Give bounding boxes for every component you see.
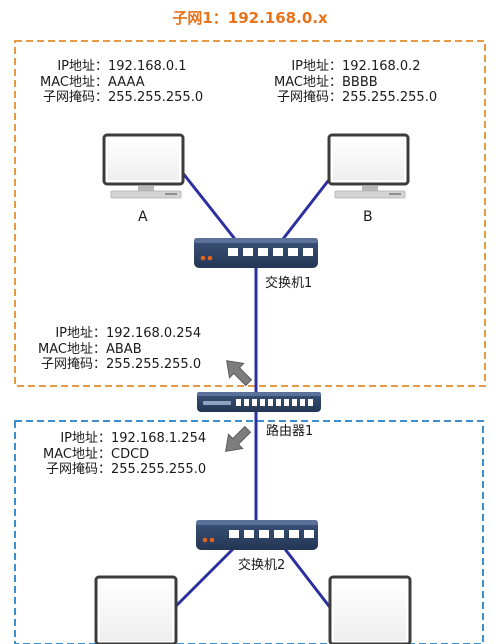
router-port-subnet1-ip: 192.168.0.254 xyxy=(106,326,202,341)
router-port-subnet1-mac: ABAB xyxy=(106,341,142,357)
cable-b-switch1 xyxy=(274,170,337,250)
host-b-ip: 192.168.0.2 xyxy=(342,59,421,74)
computer-a-icon xyxy=(102,133,185,199)
mask-label: 子网掩码： xyxy=(45,462,111,477)
mac-label: MAC地址： xyxy=(40,74,108,90)
router-port-subnet1-mask: 255.255.255.0 xyxy=(106,357,202,372)
cable-a-switch1 xyxy=(180,170,244,250)
mac-label: MAC地址： xyxy=(274,74,342,90)
arrow-router-subnet2-icon xyxy=(225,425,252,452)
ip-label: IP地址： xyxy=(57,59,108,74)
subnet1-title: 子网1：192.168.0.x xyxy=(172,9,328,27)
router-port-subnet1-info: IP地址：192.168.0.254 MAC地址：ABAB 子网掩码：255.2… xyxy=(30,326,201,373)
switch2-label: 交换机2 xyxy=(238,558,286,573)
mask-label: 子网掩码： xyxy=(42,90,108,105)
ip-label: IP地址： xyxy=(60,431,111,446)
switch1-label: 交换机1 xyxy=(265,276,313,291)
router-icon xyxy=(197,392,321,412)
host-b-mask: 255.255.255.0 xyxy=(342,90,438,105)
computer-subnet2-right-icon xyxy=(328,575,412,644)
host-b-label: B xyxy=(363,209,373,225)
router-port-subnet2-ip: 192.168.1.254 xyxy=(111,431,207,446)
mask-label: 子网掩码： xyxy=(276,90,342,105)
switch1-icon xyxy=(194,238,318,268)
computer-subnet2-left-icon xyxy=(94,575,178,644)
router-port-subnet2-mac: CDCD xyxy=(111,446,150,462)
host-a-ip: 192.168.0.1 xyxy=(108,59,187,74)
arrow-router-subnet1-icon xyxy=(226,360,253,387)
cable-switch2-pc-left xyxy=(170,538,244,612)
ip-label: IP地址： xyxy=(55,326,106,341)
subnet2-boundary xyxy=(14,420,484,644)
computer-b-icon xyxy=(327,133,410,199)
host-b-info: IP地址：192.168.0.2 MAC地址：BBBB 子网掩码：255.255… xyxy=(266,59,437,106)
subnet1-boundary xyxy=(14,40,486,387)
router-label: 路由器1 xyxy=(266,424,314,439)
mask-label: 子网掩码： xyxy=(40,357,106,372)
switch2-icon xyxy=(196,520,318,550)
host-b-mac: BBBB xyxy=(342,74,378,90)
router-port-subnet2-mask: 255.255.255.0 xyxy=(111,462,207,477)
host-a-mac: AAAA xyxy=(108,74,145,90)
router-port-subnet2-info: IP地址：192.168.1.254 MAC地址：CDCD 子网掩码：255.2… xyxy=(35,431,206,478)
host-a-mask: 255.255.255.0 xyxy=(108,90,204,105)
cable-switch2-pc-right xyxy=(276,538,334,612)
host-a-label: A xyxy=(138,209,148,225)
host-a-info: IP地址：192.168.0.1 MAC地址：AAAA 子网掩码：255.255… xyxy=(32,59,203,106)
mac-label: MAC地址： xyxy=(38,341,106,357)
ip-label: IP地址： xyxy=(291,59,342,74)
mac-label: MAC地址： xyxy=(43,446,111,462)
